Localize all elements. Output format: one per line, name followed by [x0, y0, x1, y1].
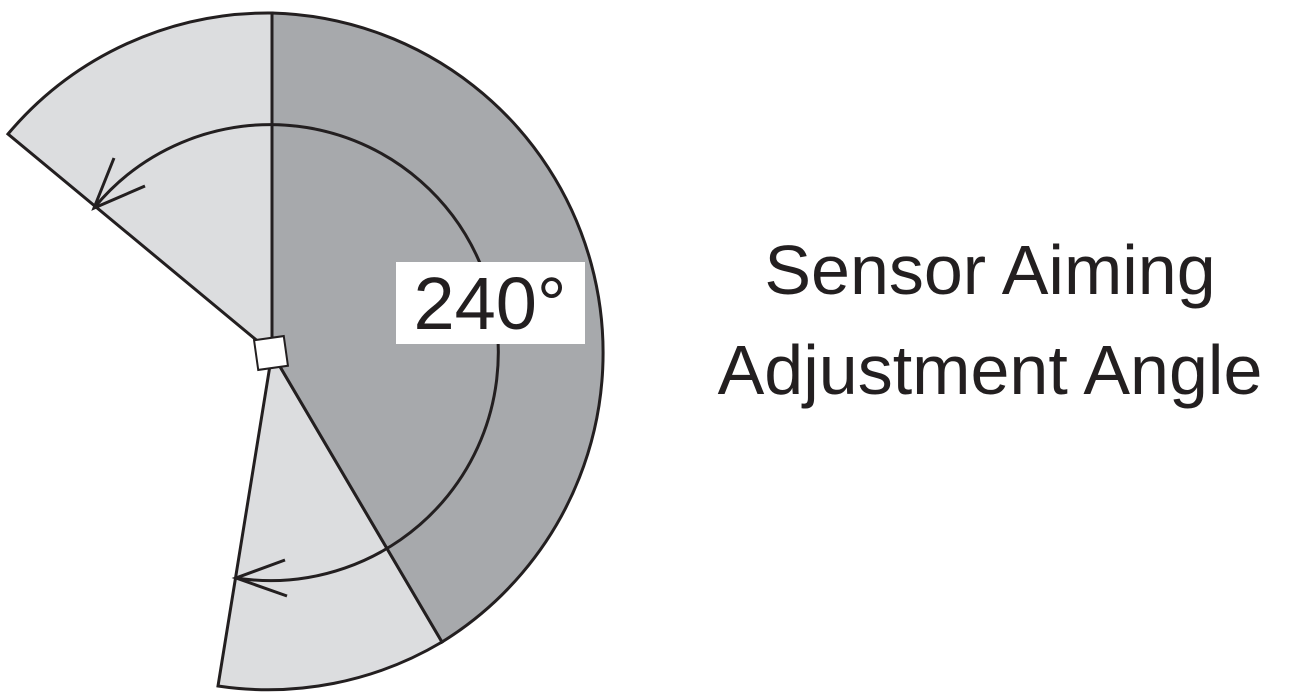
caption-line-1: Sensor Aiming [764, 231, 1216, 309]
upper-light-sector [5, 11, 274, 357]
arrowhead-lower-icon [231, 558, 288, 598]
angle-label-box [396, 262, 585, 344]
arrowhead-upper-icon [91, 157, 146, 211]
sensor-angle-diagram: 240° [5, 11, 605, 692]
sensor-pivot-icon [252, 334, 290, 372]
lower-light-sector [216, 348, 445, 692]
angle-label: 240° [413, 262, 566, 345]
caption-line-2: Adjustment Angle [717, 331, 1263, 409]
diagram-caption: Sensor Aiming Adjustment Angle [660, 220, 1312, 420]
